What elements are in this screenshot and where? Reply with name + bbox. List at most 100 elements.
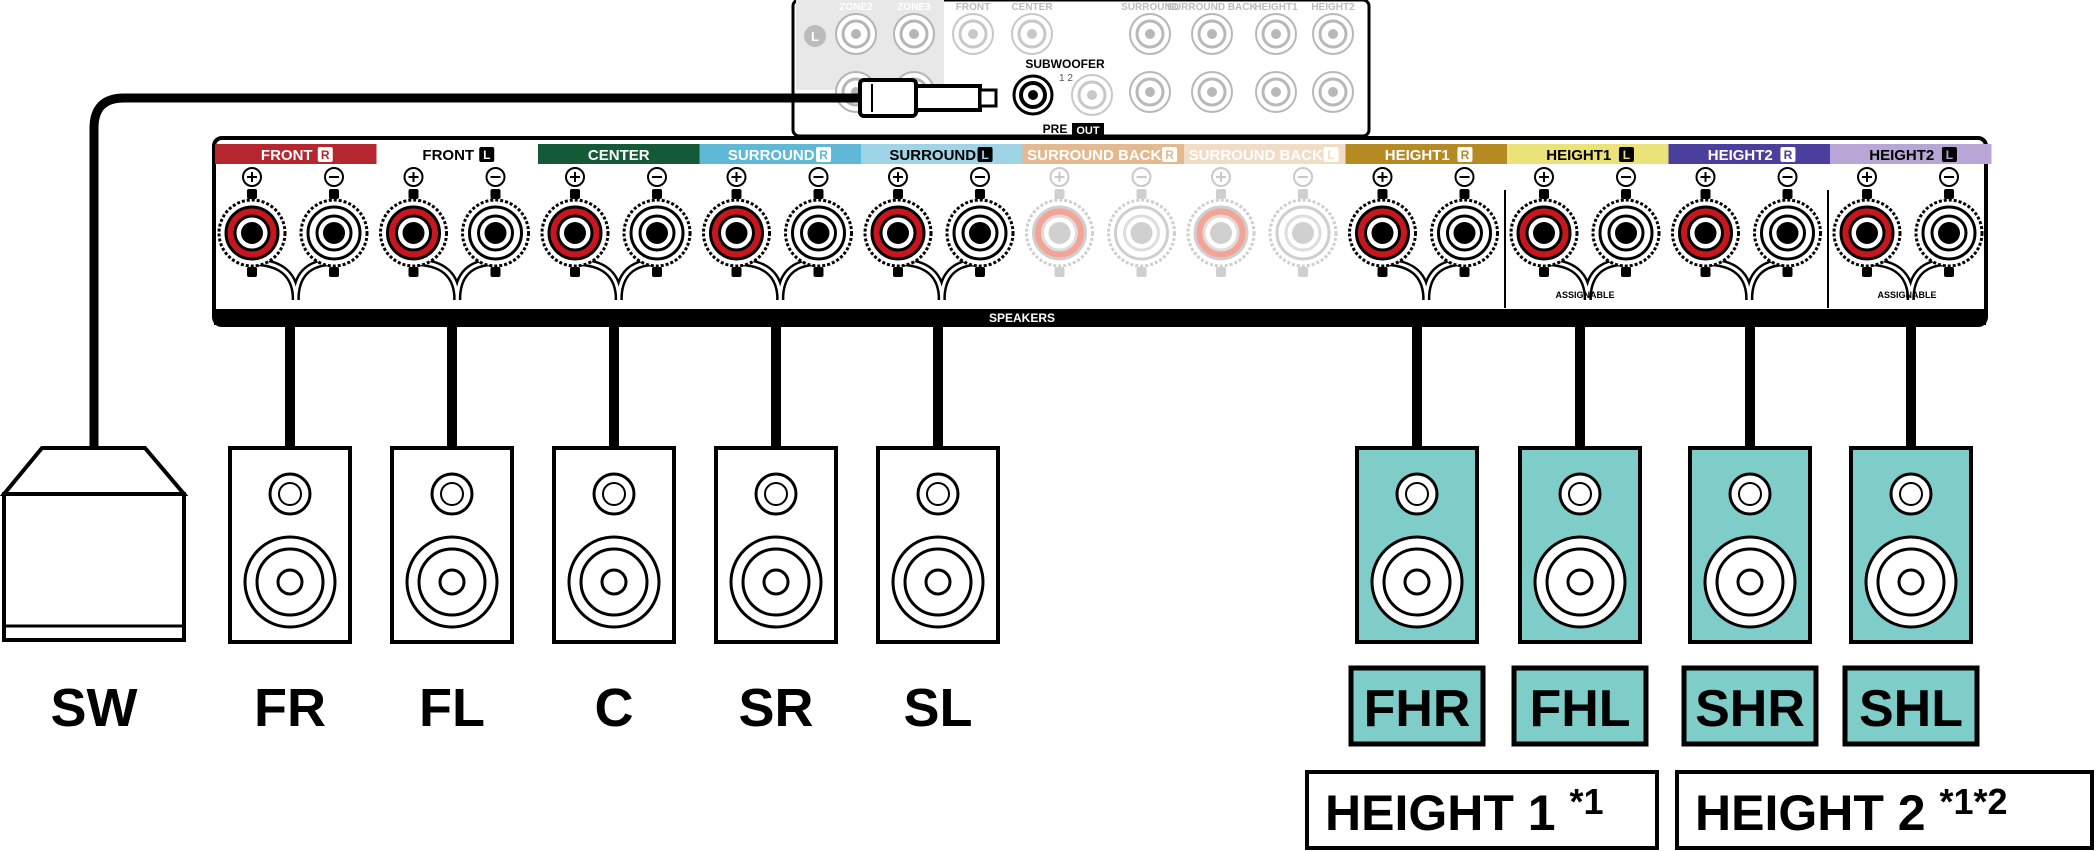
subwoofer-top xyxy=(0,446,189,496)
minus-symbol xyxy=(808,167,829,187)
plus-symbol xyxy=(1695,167,1716,187)
positive-post xyxy=(540,189,610,277)
terminal-channel: R xyxy=(1165,148,1174,162)
terminal-name: HEIGHT2 xyxy=(1708,147,1773,164)
positive-post xyxy=(1509,189,1579,277)
panel-bottom-band xyxy=(214,309,1986,325)
positive-post-tab xyxy=(570,267,580,277)
negative-post-tab xyxy=(652,189,662,199)
terminal-header xyxy=(215,144,377,164)
terminal-header xyxy=(1022,144,1184,164)
negative-post xyxy=(1753,189,1822,277)
zone-jack-ring xyxy=(899,19,929,49)
speaker-label: C xyxy=(595,678,634,738)
speaker-label: FL xyxy=(419,678,485,738)
speaker-label: SR xyxy=(738,678,813,738)
positive-post-tab xyxy=(1216,189,1226,199)
negative-post-hole xyxy=(1453,222,1476,244)
plus-symbol xyxy=(726,167,747,187)
woofer-cap xyxy=(1897,568,1925,596)
positive-post-tab xyxy=(1216,267,1226,277)
positive-post-hole xyxy=(725,222,748,244)
negative-post-tab xyxy=(1298,189,1308,199)
speaker-c xyxy=(552,446,676,644)
zone-jack-ring xyxy=(841,19,871,49)
zone-jack-pin xyxy=(909,29,919,39)
terminal-channel: R xyxy=(819,148,828,162)
preout-jack-pin xyxy=(1271,29,1281,39)
tweeter-dome xyxy=(278,482,302,506)
terminal-channel-badge xyxy=(1618,147,1634,162)
speaker-tag-box xyxy=(1842,665,1980,747)
minus-symbol xyxy=(1293,167,1313,187)
preout-jack-ring xyxy=(1261,19,1291,49)
terminal-name: FRONT xyxy=(261,147,313,164)
negative-post xyxy=(299,189,369,277)
positive-post xyxy=(1671,189,1740,277)
positive-post-tab xyxy=(1700,189,1711,199)
speaker-tag-box xyxy=(1348,665,1486,747)
speaker-sl xyxy=(876,446,1000,644)
preout-jack-pin xyxy=(1328,87,1338,97)
speaker-shr xyxy=(1688,446,1812,644)
subwoofer-cable xyxy=(89,93,860,452)
preout-label: ZONE2 xyxy=(839,2,873,13)
group-label: HEIGHT 1 *1 xyxy=(1325,781,1604,841)
terminal-channel: L xyxy=(483,148,490,162)
terminal-channel: R xyxy=(1461,148,1470,162)
plus-symbol xyxy=(565,167,585,187)
positive-post xyxy=(379,189,448,277)
negative-post-tab xyxy=(652,267,662,277)
tweeter-dome xyxy=(602,482,626,506)
positive-post-hole xyxy=(1694,222,1717,244)
negative-post-tab xyxy=(1944,189,1954,199)
group-footnote: *1*2 xyxy=(1939,781,2007,822)
speaker-sr xyxy=(714,446,838,644)
negative-post-tab xyxy=(1136,189,1147,199)
positive-post-hole xyxy=(402,222,425,244)
negative-post-tab xyxy=(1459,189,1470,199)
negative-post xyxy=(784,189,853,277)
preout-side-label: L xyxy=(811,29,819,44)
speaker-label: FR xyxy=(254,678,326,738)
speaker-label: SHL xyxy=(1859,680,1963,738)
out-badge xyxy=(1072,123,1104,137)
out-label: OUT xyxy=(1076,125,1100,137)
rca-plug-tip xyxy=(978,88,998,108)
positive-post-tab xyxy=(1054,189,1065,199)
preout-jack-ring xyxy=(1135,77,1165,107)
negative-post-tab xyxy=(813,189,824,199)
negative-post-hole xyxy=(1615,222,1637,244)
positive-post-tab xyxy=(1377,189,1388,199)
preout-label: HEIGHT2 xyxy=(1311,2,1355,13)
positive-post-tab xyxy=(1700,267,1711,277)
woofer-cap xyxy=(1736,568,1764,596)
preout-label: CENTER xyxy=(1011,2,1053,13)
preout-jack-pin xyxy=(1027,29,1037,39)
positive-post-tab xyxy=(731,189,742,199)
preout-jack-pin xyxy=(1328,29,1338,39)
negative-post-tab xyxy=(1944,267,1954,277)
negative-post-tab xyxy=(329,267,339,277)
terminal-name: FRONT xyxy=(422,147,474,164)
negative-post-tab xyxy=(975,189,985,199)
terminal-channel: L xyxy=(1327,148,1334,162)
terminal-header xyxy=(538,144,700,164)
woofer-cap xyxy=(762,568,790,596)
speaker-label: FHL xyxy=(1529,680,1630,738)
preout-jack-pin xyxy=(1145,87,1155,97)
positive-post-hole xyxy=(564,222,586,244)
positive-post-tab xyxy=(247,267,257,277)
speaker-tag-box xyxy=(1681,665,1819,747)
preout-jack-pin xyxy=(1207,87,1217,97)
speaker-label: FHR xyxy=(1364,680,1471,738)
preout-jack-ring xyxy=(1017,19,1047,49)
speakers-label: SPEAKERS xyxy=(989,311,1055,325)
preout-jack-pin xyxy=(1271,87,1281,97)
plus-symbol xyxy=(1049,167,1070,187)
plus-symbol xyxy=(242,167,262,187)
terminal-channel-badge xyxy=(1323,147,1339,162)
